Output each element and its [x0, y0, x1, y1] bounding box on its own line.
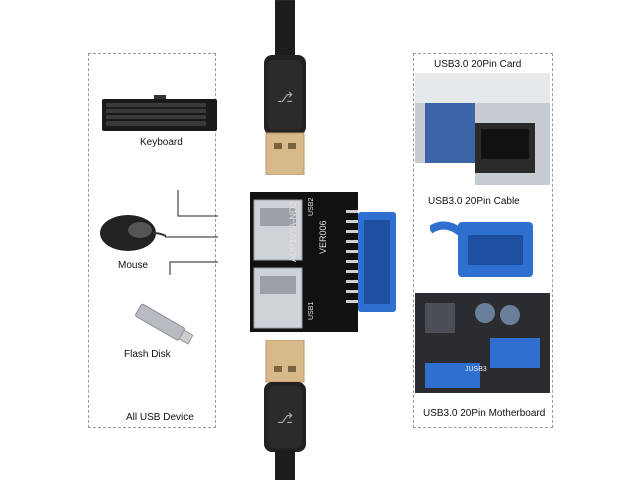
adapter-model-text: ADP19TA-ND2: [288, 201, 298, 262]
flash-disk-label: Flash Disk: [124, 349, 171, 360]
usb3-20pin-cable-icon: [430, 210, 540, 285]
keyboard-label: Keyboard: [140, 137, 183, 148]
motherboard-silk-text: JUSB3: [465, 366, 487, 373]
usb3-20pin-card-icon: [415, 73, 550, 185]
mouse-icon: [98, 208, 168, 258]
keyboard-icon: [102, 95, 217, 133]
flash-disk-icon: [128, 300, 198, 350]
usb3-20pin-motherboard-icon: JUSB3: [415, 293, 550, 393]
usb3-cable-label: USB3.0 20Pin Cable: [428, 196, 520, 207]
right-device-panel: [413, 53, 553, 428]
connector-lines: [165, 190, 218, 275]
adapter-port-top-text: USB2: [308, 197, 315, 216]
bottom-usb-cable: ⎇: [250, 340, 320, 480]
svg-text:⎇: ⎇: [277, 410, 293, 426]
mouse-label: Mouse: [118, 260, 149, 271]
adapter-port-bottom-text: USB1: [308, 301, 315, 320]
usb3-card-label: USB3.0 20Pin Card: [434, 59, 522, 70]
all-usb-device-label: All USB Device: [126, 412, 194, 423]
usb-a-plug-bottom-icon: ⎇: [264, 340, 306, 480]
left-device-panel: [88, 53, 216, 428]
usb3-motherboard-label: USB3.0 20Pin Motherboard: [423, 408, 546, 419]
usb-adapter-board: ADP19TA-ND2 VER006 USB2 USB1: [248, 192, 408, 332]
svg-text:⎇: ⎇: [277, 89, 293, 105]
adapter-version-text: VER006: [318, 220, 328, 254]
top-usb-cable: ⎇: [250, 0, 320, 175]
usb-a-plug-top-icon: ⎇: [264, 0, 306, 175]
